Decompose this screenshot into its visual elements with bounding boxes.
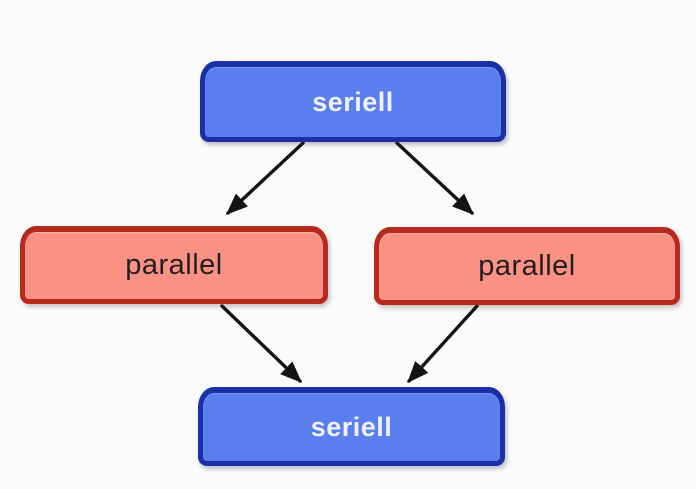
node-seriell-top-label: seriell [312,86,394,117]
node-seriell-top: seriell [200,61,506,142]
node-parallel-left-label: parallel [125,249,223,281]
edge-seriell-top-to-parallel-left [226,141,305,215]
edge-seriell-top-to-parallel-right [395,141,474,215]
edge-parallel-right-to-seriell-bottom [407,304,479,384]
node-parallel-right: parallel [374,227,680,305]
node-seriell-bottom: seriell [198,387,505,466]
node-parallel-left: parallel [20,226,328,304]
node-parallel-right-label: parallel [478,250,576,282]
edge-parallel-left-to-seriell-bottom [220,304,302,383]
node-seriell-bottom-label: seriell [310,411,393,442]
